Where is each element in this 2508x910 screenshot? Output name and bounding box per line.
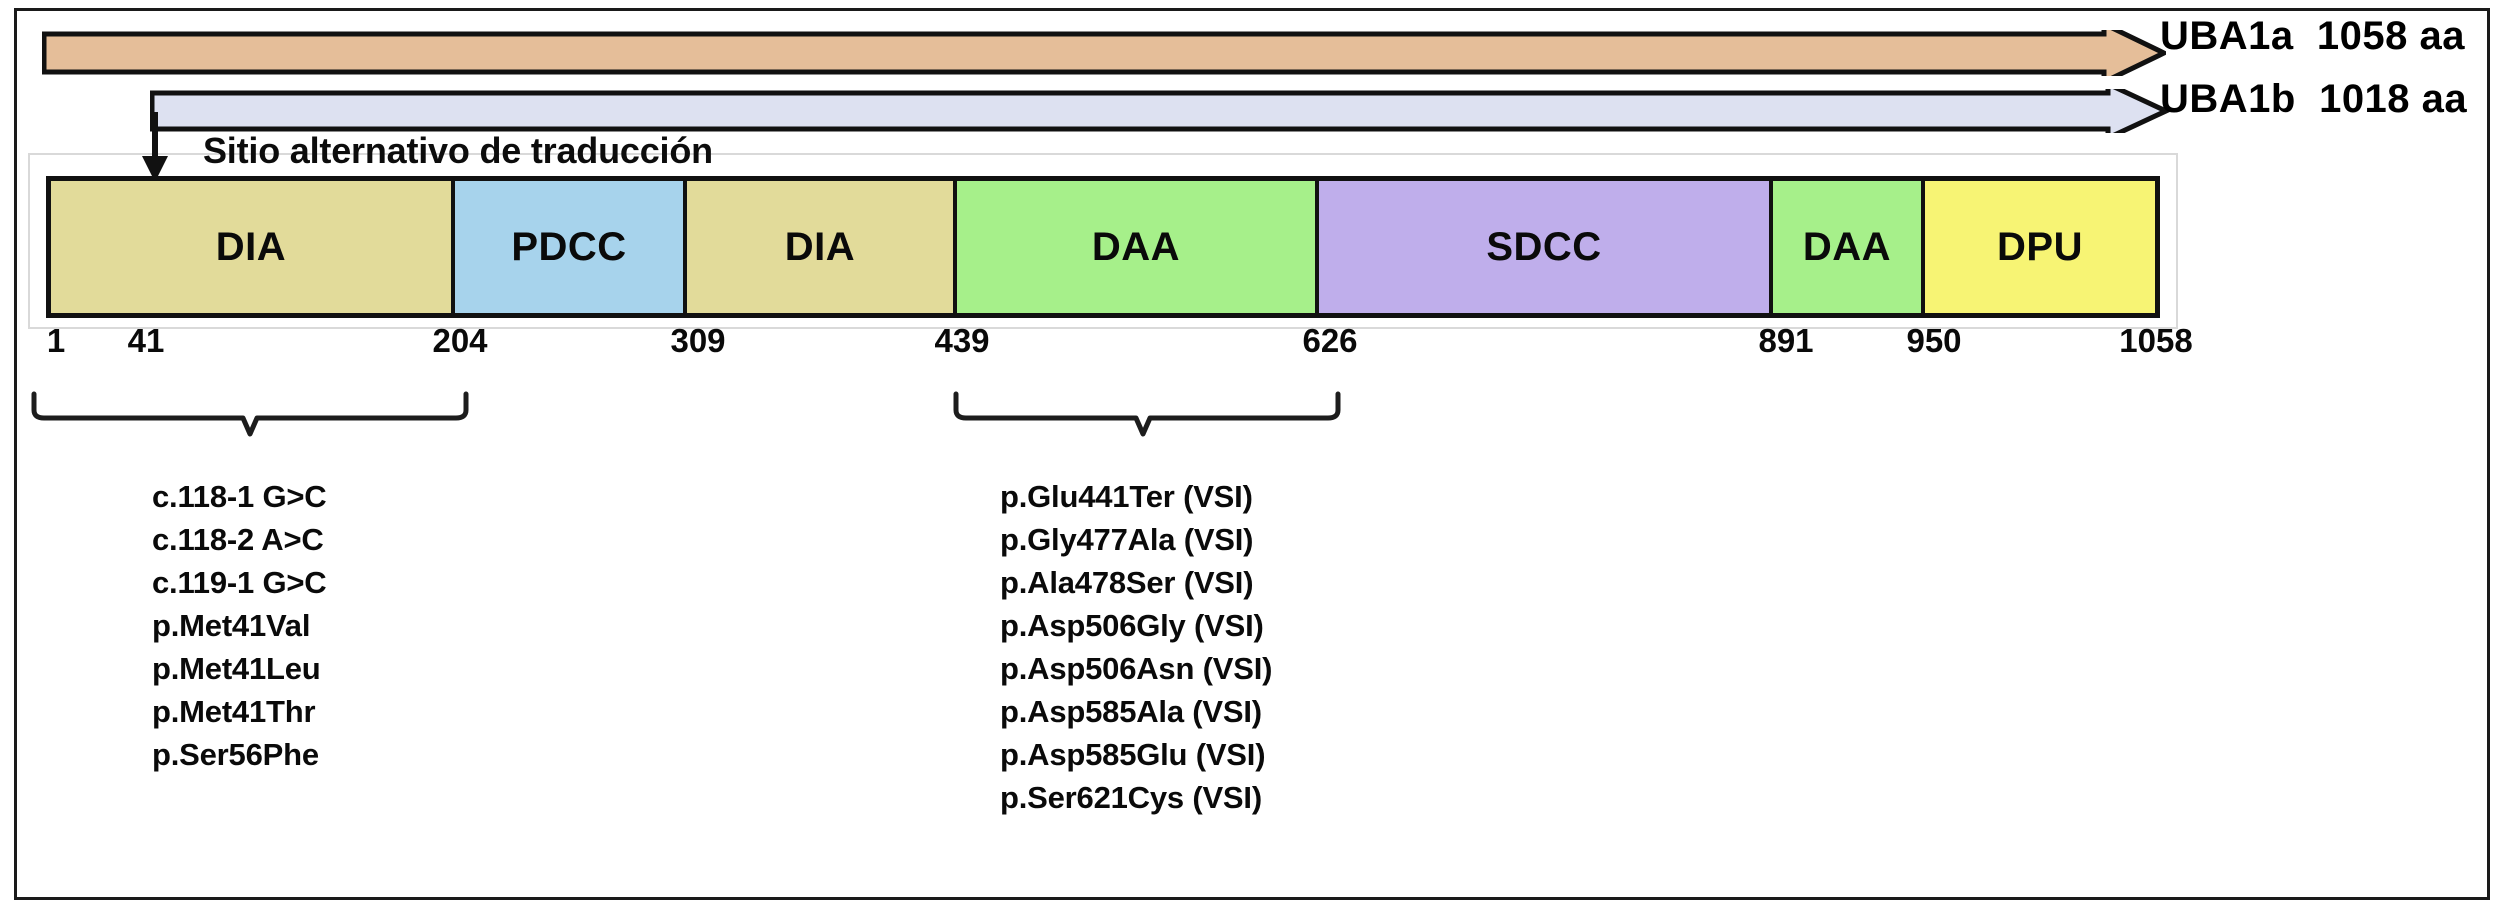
domain-label: PDCC <box>511 225 627 269</box>
isoform-label-uba1a: UBA1a 1058 aa <box>2160 14 2465 58</box>
variant-brace-right <box>950 388 1350 440</box>
position-tick-1058: 1058 <box>2119 322 2193 359</box>
variant-item: p.Met41Thr <box>152 694 316 729</box>
domain-architecture-bar: DIA PDCC DIA DAA SDCC DAA DPU <box>46 176 2160 318</box>
variant-item: p.Glu441Ter (VSI) <box>1000 479 1253 514</box>
domain-box-dia-1[interactable]: DIA <box>51 181 455 313</box>
domain-box-pdcc[interactable]: PDCC <box>455 181 687 313</box>
domain-box-dpu[interactable]: DPU <box>1925 181 2155 313</box>
figure-border <box>14 8 2490 900</box>
variant-item: p.Asp585Ala (VSI) <box>1000 694 1262 729</box>
position-tick-204: 204 <box>432 322 488 359</box>
variant-item: p.Ser621Cys (VSI) <box>1000 780 1262 815</box>
position-tick-891: 891 <box>1758 322 1814 359</box>
domain-label: DAA <box>1802 225 1892 269</box>
position-tick-626: 626 <box>1302 322 1358 359</box>
domain-label: DIA <box>784 225 856 269</box>
domain-label: DIA <box>215 225 287 269</box>
variant-item: p.Ala478Ser (VSI) <box>1000 565 1254 600</box>
variant-list-daa: p.Glu441Ter (VSI) p.Gly477Ala (VSI) p.Al… <box>1000 475 1272 819</box>
alt-translation-site-arrow <box>136 112 176 184</box>
isoform-label-uba1b: UBA1b 1018 aa <box>2160 77 2468 121</box>
variant-brace-left <box>28 388 478 440</box>
variant-item: p.Ser56Phe <box>152 737 319 772</box>
variant-item: p.Gly477Ala (VSI) <box>1000 522 1254 557</box>
position-tick-309: 309 <box>670 322 726 359</box>
position-tick-950: 950 <box>1906 322 1962 359</box>
variant-item: c.118-1 G>C <box>152 479 327 514</box>
variant-item: p.Asp506Gly (VSI) <box>1000 608 1264 643</box>
domain-box-daa-1[interactable]: DAA <box>957 181 1319 313</box>
position-tick-1: 1 <box>46 322 66 359</box>
variant-item: p.Met41Leu <box>152 651 321 686</box>
variant-item: c.118-2 A>C <box>152 522 324 557</box>
variant-item: c.119-1 G>C <box>152 565 327 600</box>
position-tick-41: 41 <box>127 322 165 359</box>
variant-item: p.Asp506Asn (VSI) <box>1000 651 1273 686</box>
domain-box-daa-2[interactable]: DAA <box>1773 181 1925 313</box>
position-tick-439: 439 <box>934 322 990 359</box>
domain-label: SDCC <box>1486 225 1602 269</box>
domain-label: DPU <box>1997 225 2083 269</box>
variant-item: p.Met41Val <box>152 608 311 643</box>
domain-box-dia-2[interactable]: DIA <box>687 181 957 313</box>
alt-translation-site-label: Sitio alternativo de traducción <box>203 130 713 171</box>
variant-item: p.Asp585Glu (VSI) <box>1000 737 1266 772</box>
domain-box-sdcc[interactable]: SDCC <box>1319 181 1773 313</box>
domain-label: DAA <box>1091 225 1181 269</box>
variant-list-n-terminal: c.118-1 G>C c.118-2 A>C c.119-1 G>C p.Me… <box>152 475 327 776</box>
